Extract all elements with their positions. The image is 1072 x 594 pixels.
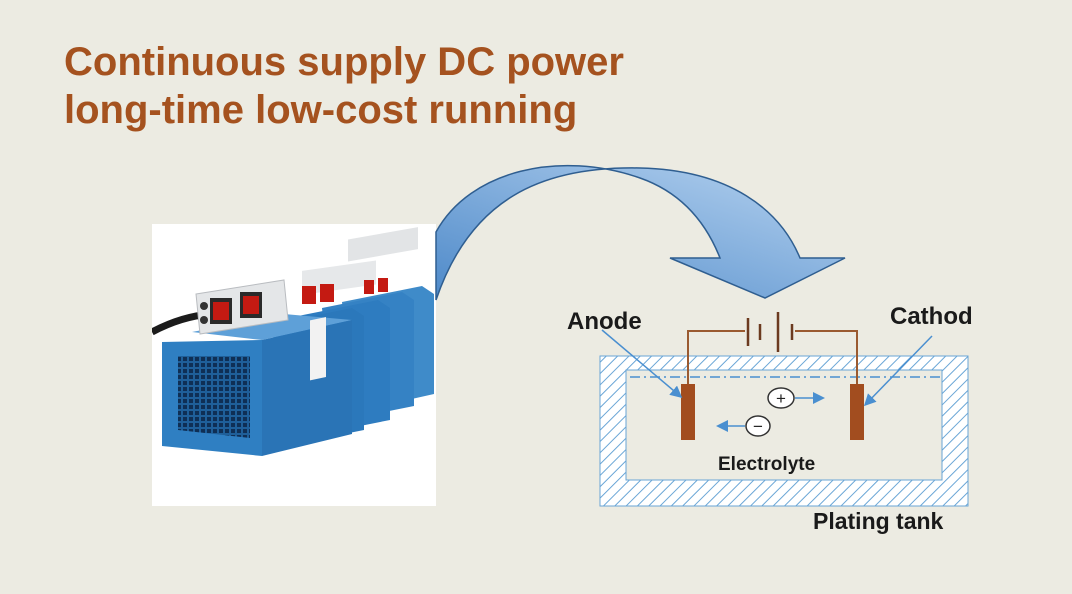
plating-tank-label: Plating tank — [813, 508, 944, 534]
plating-tank — [599, 355, 969, 507]
anode-wire — [687, 330, 745, 384]
cathode-wire — [795, 330, 858, 384]
positive-ion-sign: + — [776, 389, 786, 408]
negative-ion: − — [716, 415, 771, 437]
anode-label: Anode — [567, 308, 642, 335]
power-supply-photo — [150, 224, 436, 506]
curved-arrow — [435, 164, 846, 301]
cathode-label: Cathod — [890, 303, 973, 330]
cathode-pointer — [863, 335, 933, 407]
negative-ion-sign: − — [753, 417, 763, 436]
title-line-1: Continuous supply DC power — [64, 40, 624, 84]
battery-icon — [746, 312, 794, 352]
title-line-2: long-time low-cost running — [64, 88, 578, 132]
cathode-electrode — [850, 384, 864, 440]
page-title: Continuous supply DC power long-time low… — [64, 38, 624, 134]
anode-pointer — [601, 329, 683, 398]
anode-electrode — [681, 384, 695, 440]
electrolyte-label: Electrolyte — [718, 454, 816, 475]
positive-ion: + — [767, 387, 825, 409]
power-supply-illustration — [150, 227, 434, 456]
